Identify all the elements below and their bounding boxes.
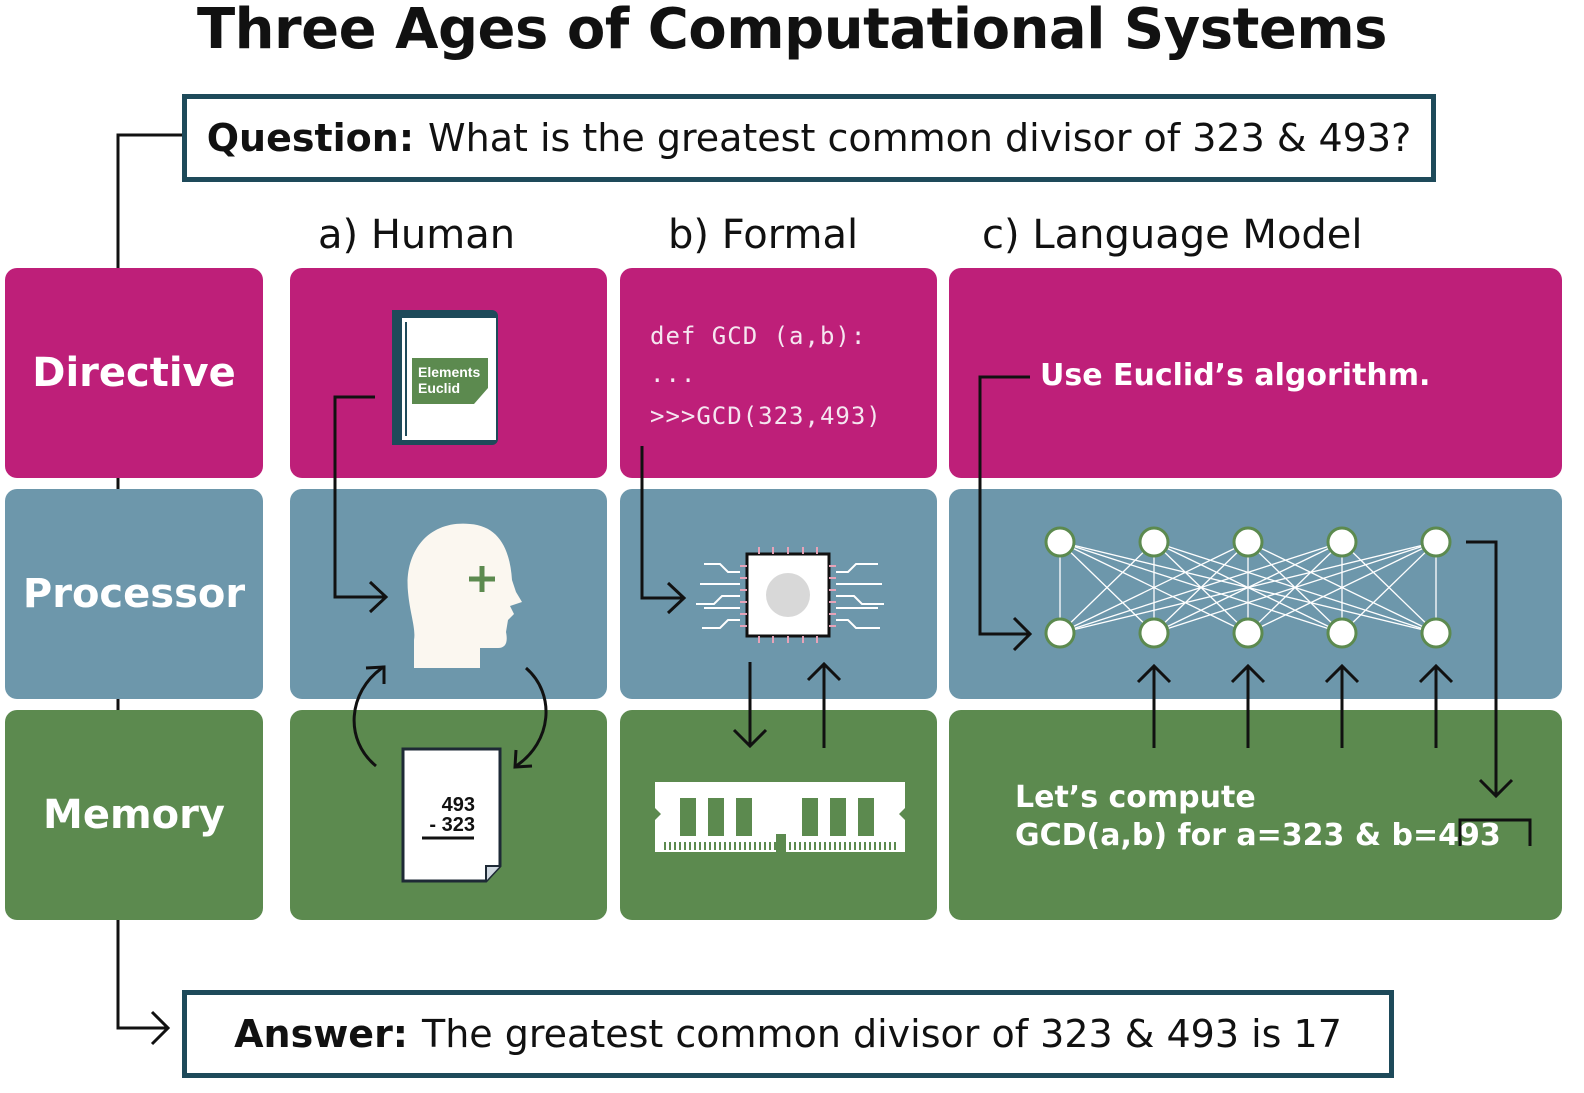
human-directive-arrow bbox=[333, 395, 389, 614]
row-label-memory: Memory bbox=[5, 710, 263, 920]
book-title-line-2: Euclid bbox=[418, 380, 460, 396]
lm-processor-cell bbox=[949, 489, 1562, 699]
answer-box: Answer: The greatest common divisor of 3… bbox=[182, 990, 1394, 1078]
human-cycle-arrows bbox=[352, 665, 548, 769]
formal-directive-arrow bbox=[640, 446, 687, 615]
paper-line-2: - 323 bbox=[429, 814, 475, 836]
lm-memory-arrows bbox=[1136, 663, 1454, 748]
ram-icon bbox=[655, 782, 905, 852]
neural-network-icon bbox=[1044, 526, 1452, 649]
paper-line-1: 493 bbox=[442, 794, 475, 816]
paper-icon bbox=[401, 747, 502, 883]
lm-memory-cell bbox=[949, 710, 1562, 920]
head-icon bbox=[407, 523, 522, 668]
column-header-language-model: c) Language Model bbox=[982, 212, 1363, 258]
formal-memory-arrows bbox=[732, 661, 842, 749]
code-line-1: def GCD (a,b): bbox=[650, 322, 867, 350]
question-connector bbox=[116, 133, 182, 710]
page-title: Three Ages of Computational Systems bbox=[196, 0, 1388, 62]
book-title-line-1: Elements bbox=[418, 364, 480, 380]
code-line-2: ... bbox=[650, 360, 697, 388]
lm-output-arrow bbox=[1458, 540, 1532, 846]
question-text: What is the greatest common divisor of 3… bbox=[428, 116, 1412, 160]
column-header-formal: b) Formal bbox=[668, 212, 859, 258]
row-label-directive: Directive bbox=[5, 268, 263, 478]
question-box: Question: What is the greatest common di… bbox=[182, 94, 1436, 182]
lm-directive-text: Use Euclid’s algorithm. bbox=[1040, 358, 1431, 393]
lm-directive-arrow bbox=[978, 375, 1033, 652]
lm-directive-cell bbox=[949, 268, 1562, 478]
question-label: Question: bbox=[206, 116, 415, 160]
lm-memory-line-2: GCD(a,b) for a=323 & b=493 bbox=[1015, 818, 1501, 853]
answer-label: Answer: bbox=[234, 1012, 409, 1056]
code-line-3: >>>GCD(323,493) bbox=[650, 402, 882, 430]
row-label-processor: Processor bbox=[5, 489, 263, 699]
chip-icon bbox=[696, 547, 884, 643]
book-icon bbox=[392, 310, 498, 445]
formal-directive-cell bbox=[620, 268, 937, 478]
column-header-human: a) Human bbox=[318, 212, 516, 258]
answer-text: The greatest common divisor of 323 & 493… bbox=[422, 1012, 1342, 1056]
lm-memory-line-1: Let’s compute bbox=[1015, 780, 1256, 815]
answer-connector bbox=[116, 920, 171, 1046]
